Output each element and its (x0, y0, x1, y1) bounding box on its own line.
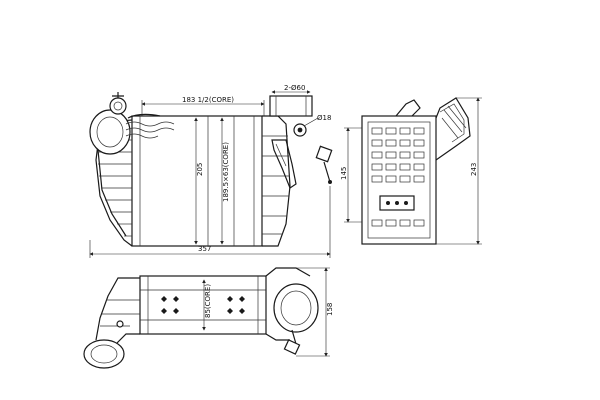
front-right-tank (262, 115, 291, 247)
bottom-inlet-tube (83, 339, 125, 369)
front-view: 183 1/2(CORE) 2-Ø60 Ø18 205 189.5×63(COR… (89, 84, 333, 258)
front-inlet-tube (89, 109, 131, 155)
front-core-frame (131, 115, 263, 247)
mount-bracket (271, 139, 297, 189)
front-cap (109, 97, 127, 115)
dim-core-height: 189.5×63(CORE) (222, 142, 230, 202)
side-view: 145 243 (340, 97, 482, 245)
dim-side-height: 145 (340, 167, 348, 180)
side-outlet-duct (435, 97, 471, 161)
dim-overall-width: 357 (198, 245, 211, 253)
dim-bolt-diameter: Ø18 (317, 114, 331, 122)
side-body (361, 115, 437, 245)
dim-core-depth: 85(CORE) (204, 284, 212, 318)
bottom-view: 85(CORE) 158 (83, 267, 334, 369)
front-outlet-pipe (269, 95, 313, 117)
temperature-sensor (315, 145, 333, 184)
side-cooling-slots (371, 127, 425, 227)
bottom-sensor (283, 329, 301, 355)
bottom-rivets (161, 296, 245, 314)
hose-clamp-spring (125, 121, 175, 139)
dim-overall-height: 243 (470, 163, 478, 176)
dim-core-width: 183 1/2(CORE) (182, 96, 234, 104)
bottom-core (139, 275, 267, 335)
dim-height-205: 205 (196, 163, 204, 176)
dim-inlet-diameter: 2-Ø60 (284, 84, 305, 92)
dim-bottom-depth: 158 (326, 303, 334, 316)
